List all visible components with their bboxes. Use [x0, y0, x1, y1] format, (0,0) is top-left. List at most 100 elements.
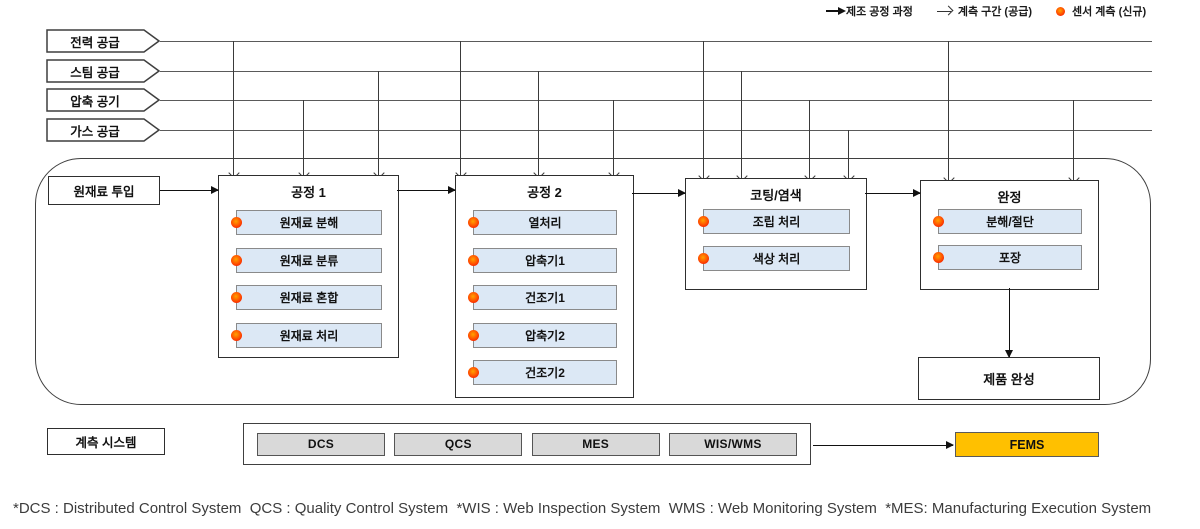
process-item: 원재료 분류 — [230, 247, 382, 273]
legend-label: 센서 계측 (신규) — [1072, 6, 1147, 18]
measure-drop-arrow — [233, 41, 234, 176]
process-item-label: 조립 처리 — [752, 215, 801, 229]
supply-tag-label: 가스 공급 — [70, 124, 120, 139]
process-item-label: 건조기2 — [525, 366, 565, 380]
measure-drop-arrow — [303, 100, 304, 176]
sensor-dot-icon — [467, 292, 479, 303]
measure-drop-arrow — [948, 41, 949, 181]
raw-material-input-label: 원재료 투입 — [73, 185, 135, 199]
supply-tag: 가스 공급 — [46, 118, 160, 142]
process-item: 압축기2 — [467, 322, 617, 348]
sensor-dot-icon — [932, 216, 944, 227]
measurement-system-box: 계측 시스템 — [47, 428, 165, 455]
sensor-dot-icon — [932, 252, 944, 263]
supply-line — [160, 100, 1152, 101]
process-item-label: 원재료 분류 — [279, 253, 339, 268]
system-button: WIS/WMS — [668, 432, 797, 456]
measurement-system-label: 계측 시스템 — [75, 436, 137, 450]
measure-drop-arrow — [741, 71, 742, 179]
fems-box: FEMS — [955, 432, 1099, 457]
flow-arrow — [397, 185, 456, 194]
process-item: 포장 — [932, 245, 1082, 270]
red-dot-icon — [1056, 6, 1066, 16]
sensor-dot-icon — [467, 329, 479, 341]
legend-item-process: 제조 공정 과정 — [826, 3, 913, 19]
process-item: 분해/절단 — [932, 209, 1082, 234]
thin-arrow-icon — [936, 10, 951, 12]
footnote-acronyms: *DCS : Distributed Control System QCS : … — [13, 500, 1152, 517]
process-item: 건조기2 — [467, 360, 617, 385]
measure-drop-arrow — [1073, 100, 1074, 181]
finished-product-box: 제품 완성 — [918, 357, 1100, 400]
measure-drop-arrow — [460, 41, 461, 176]
systems-group-box: DCS QCS MES WIS/WMS — [243, 423, 811, 465]
process-item-label: 포장 — [998, 251, 1022, 265]
legend-label: 계측 구간 (공급) — [957, 6, 1033, 18]
sensor-dot-icon — [467, 254, 479, 266]
supply-tag-label: 스팀 공급 — [70, 65, 120, 80]
process-item-label: 건조기1 — [525, 291, 565, 305]
process-item-label: 원재료 혼합 — [279, 291, 339, 305]
flow-arrow — [632, 188, 686, 197]
process-item: 원재료 처리 — [230, 322, 382, 348]
process-item: 원재료 분해 — [230, 210, 382, 235]
flow-arrow — [813, 440, 954, 449]
process-item: 열처리 — [467, 210, 617, 235]
process-item-label: 열처리 — [528, 216, 562, 230]
fems-label: FEMS — [1009, 437, 1045, 452]
legend: 제조 공정 과정 계측 구간 (공급) 센서 계측 (신규) — [826, 3, 1146, 19]
supply-tag: 스팀 공급 — [46, 59, 160, 83]
process-item: 색상 처리 — [697, 246, 850, 271]
supply-tag: 전력 공급 — [46, 29, 160, 53]
sensor-dot-icon — [230, 217, 242, 228]
process-item: 압축기1 — [467, 247, 617, 273]
legend-item-sensor: 센서 계측 (신규) — [1056, 3, 1146, 19]
process-box-title: 완정 — [997, 190, 1022, 205]
supply-line — [160, 71, 1152, 72]
raw-material-input-box: 원재료 투입 — [48, 176, 160, 205]
legend-item-measure-span: 계측 구간 (공급) — [936, 3, 1033, 19]
finished-product-label: 제품 완성 — [983, 372, 1035, 387]
sensor-dot-icon — [230, 254, 242, 266]
measure-drop-arrow — [809, 100, 810, 179]
supply-line — [160, 41, 1152, 42]
sensor-dot-icon — [230, 292, 242, 303]
process-box-title: 공정 1 — [291, 185, 326, 200]
measure-drop-arrow — [613, 100, 614, 176]
solid-arrow-icon — [826, 6, 846, 15]
supply-tag-label: 전력 공급 — [70, 35, 120, 50]
sensor-dot-icon — [697, 216, 709, 227]
measure-drop-arrow — [703, 41, 704, 179]
process-item-label: 원재료 처리 — [279, 328, 339, 343]
sensor-dot-icon — [230, 329, 242, 341]
process-item: 원재료 혼합 — [230, 285, 382, 310]
production-area-outline — [35, 158, 1151, 405]
supply-line — [160, 130, 1152, 131]
process-item: 건조기1 — [467, 285, 617, 310]
process-item-label: 압축기2 — [525, 328, 565, 343]
flow-arrow — [160, 185, 219, 194]
process-box-title: 공정 2 — [527, 185, 562, 200]
supply-tag-label: 압축 공기 — [70, 94, 120, 109]
measure-drop-arrow — [848, 130, 849, 179]
process-item-label: 색상 처리 — [752, 252, 801, 266]
system-button: DCS — [257, 432, 385, 456]
legend-label: 제조 공정 과정 — [846, 6, 913, 18]
sensor-dot-icon — [697, 253, 709, 264]
flow-arrow — [865, 188, 921, 197]
flow-arrow — [1004, 288, 1013, 358]
measure-drop-arrow — [538, 71, 539, 176]
system-button: QCS — [394, 432, 523, 456]
sensor-dot-icon — [467, 217, 479, 228]
process-item: 조립 처리 — [697, 209, 850, 234]
supply-tag: 압축 공기 — [46, 88, 160, 112]
measure-drop-arrow — [378, 71, 379, 176]
sensor-dot-icon — [467, 367, 479, 378]
process-item-label: 분해/절단 — [986, 215, 1034, 229]
system-button: MES — [531, 432, 660, 456]
process-item-label: 원재료 분해 — [279, 216, 339, 230]
